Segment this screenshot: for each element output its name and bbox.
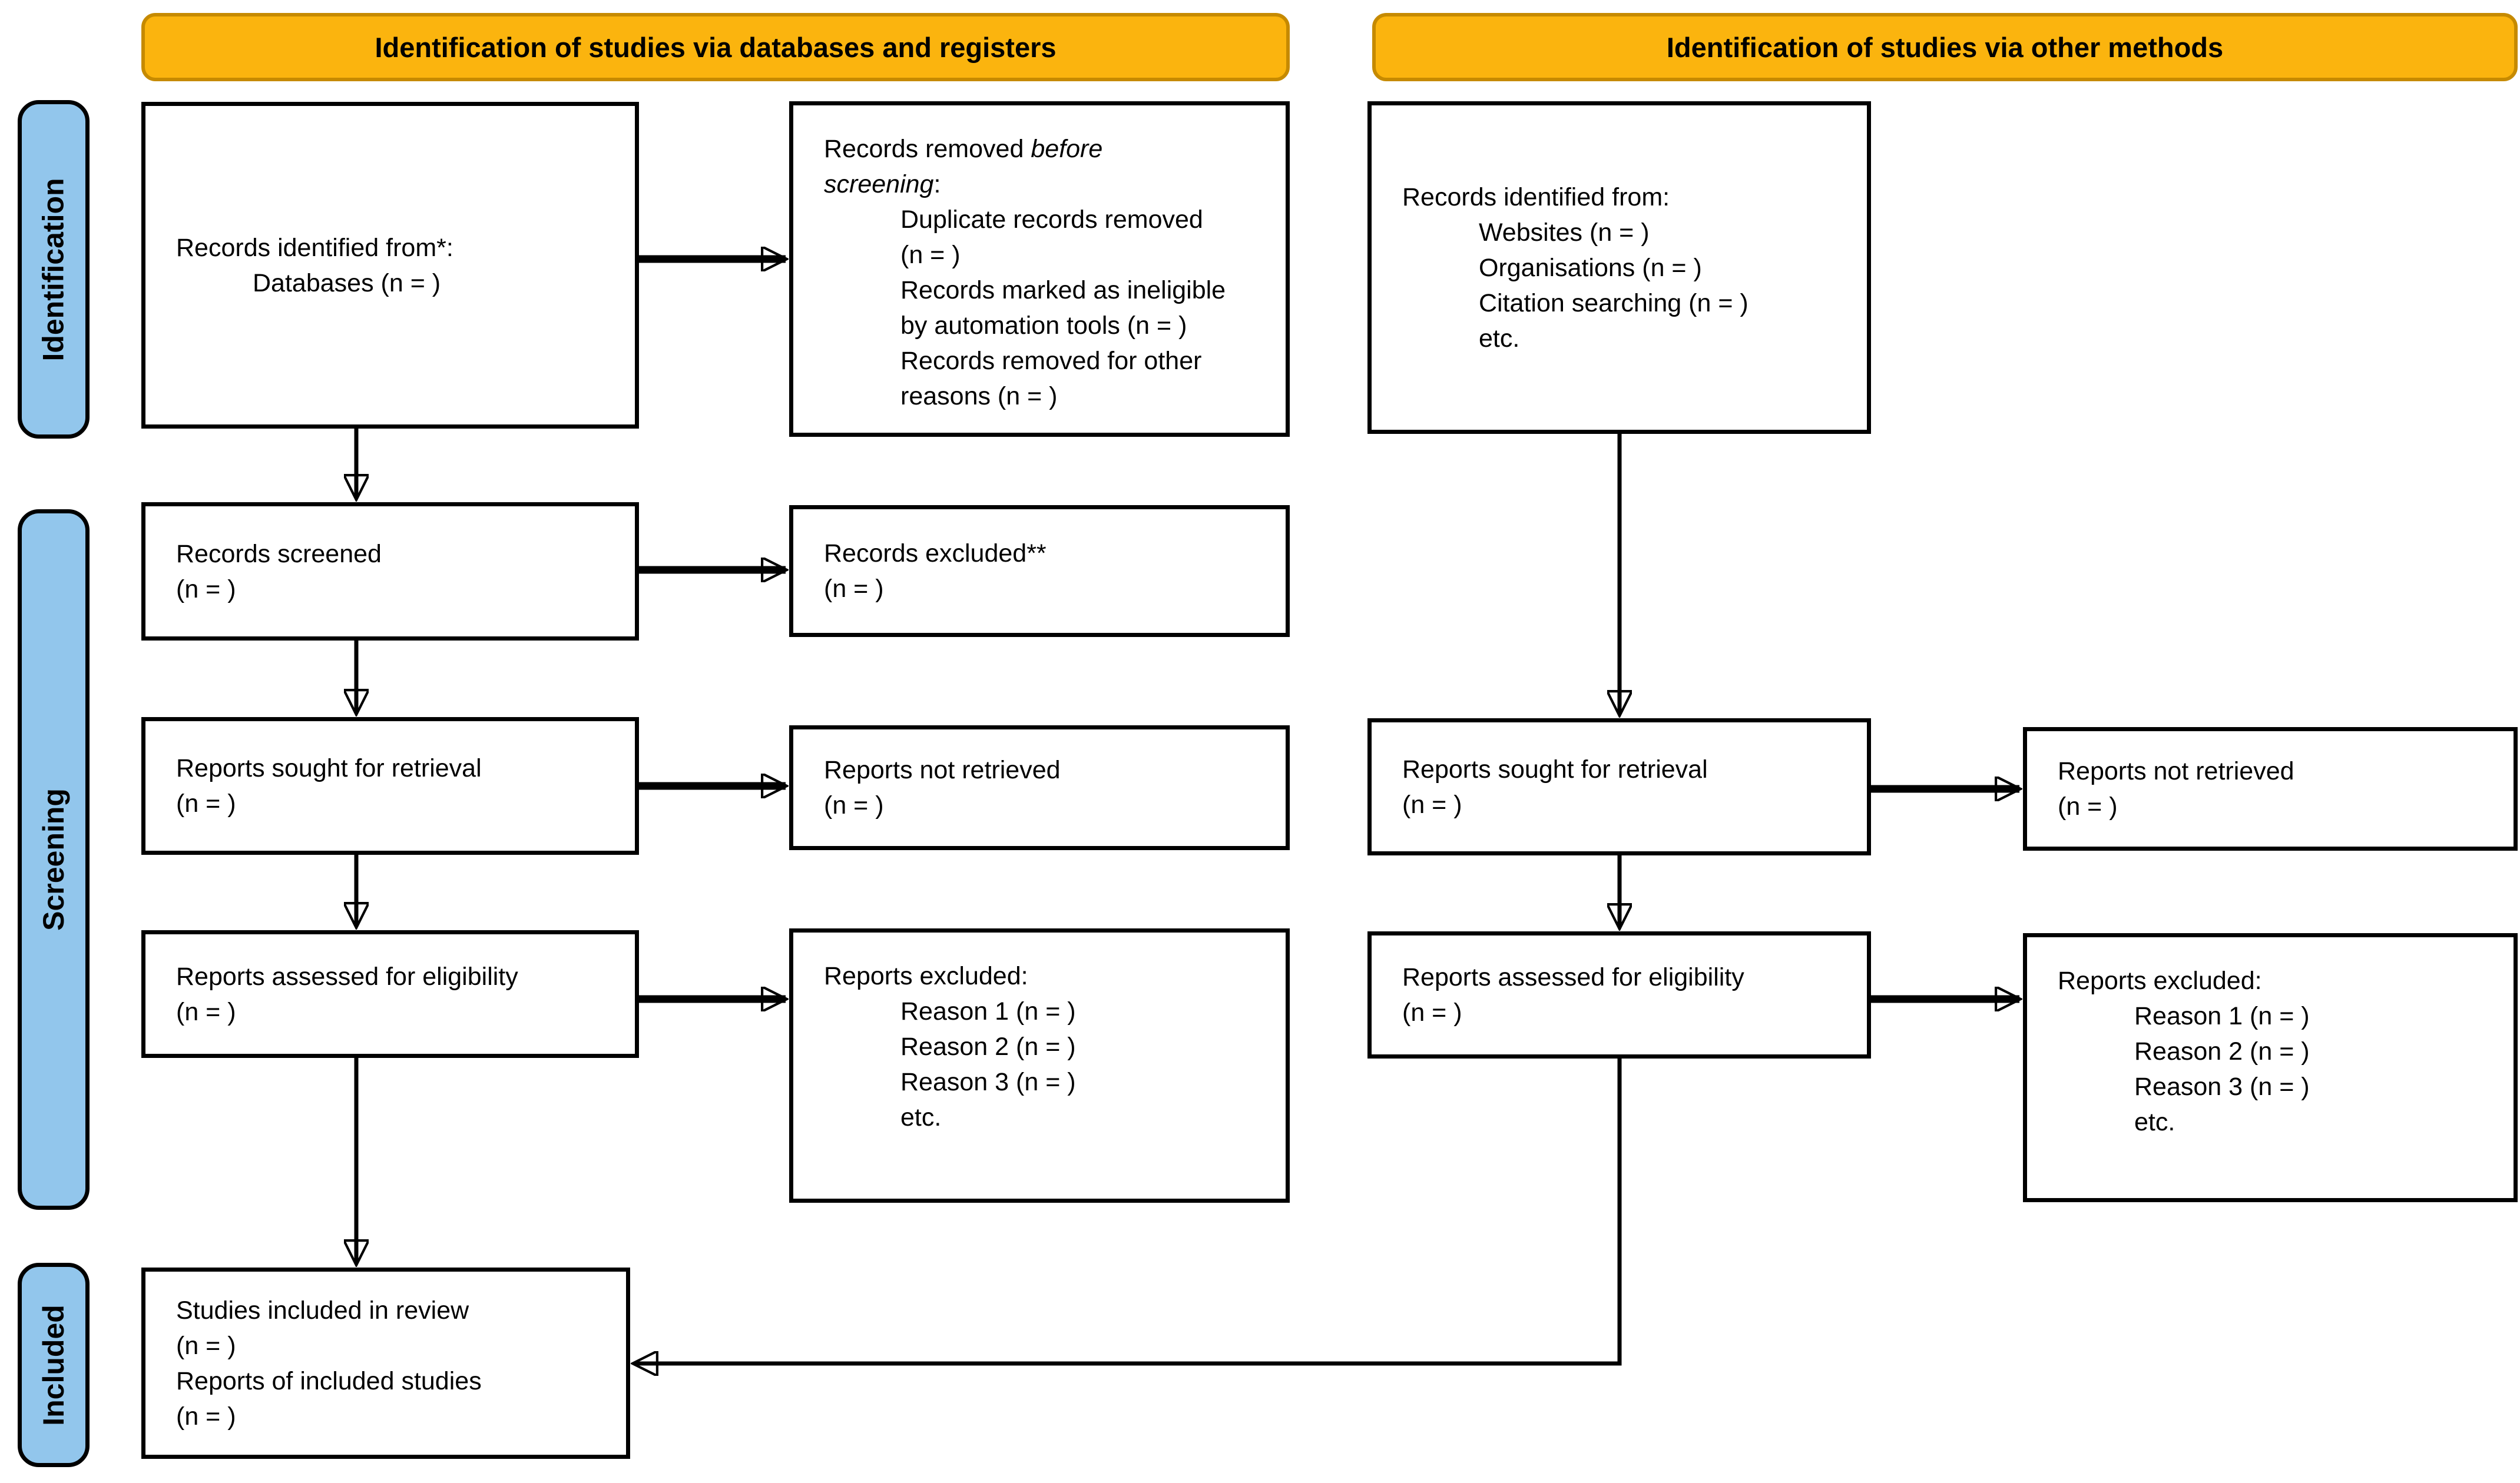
stage-label-screening: Screening — [37, 788, 70, 931]
box-reports-assessed-other-methods: Reports assessed for eligibility (n = ) — [1367, 931, 1871, 1059]
stage-label-identification: Identification — [37, 177, 71, 361]
text-line: (n = ) — [824, 575, 884, 603]
text-line: etc. — [1479, 324, 1520, 353]
header-other-methods-label: Identification of studies via other meth… — [1666, 31, 2224, 63]
stage-bar-identification: Identification — [18, 100, 90, 439]
box-reports-not-retrieved-databases: Reports not retrieved (n = ) — [789, 725, 1290, 850]
stage-bar-screening: Screening — [18, 509, 90, 1210]
box-reports-excluded-databases: Reports excluded: Reason 1 (n = ) Reason 2… — [789, 928, 1290, 1203]
text-line: Records removed for other — [900, 347, 1202, 375]
text-line: Records identified from: — [1402, 183, 1670, 211]
box-records-excluded: Records excluded** (n = ) — [789, 505, 1290, 637]
text-line: Records marked as ineligible — [900, 276, 1226, 304]
header-other-methods: Identification of studies via other meth… — [1372, 13, 2518, 81]
text-line: Reports not retrieved — [2058, 757, 2294, 785]
text-line: Organisations (n = ) — [1479, 253, 1702, 282]
text-line: by automation tools (n = ) — [900, 311, 1187, 340]
text-line: (n = ) — [176, 1331, 236, 1360]
text-line: Reason 1 (n = ) — [2134, 1002, 2310, 1030]
box-records-removed-before-screening: Records removed before screening: Duplicat… — [789, 101, 1290, 437]
header-databases-registers-label: Identification of studies via databases … — [375, 31, 1057, 63]
text-line: Records identified from*: — [176, 233, 453, 262]
text-line: Reason 1 (n = ) — [900, 997, 1076, 1026]
text-line: (n = ) — [1402, 998, 1462, 1027]
box-reports-sought-databases: Reports sought for retrieval (n = ) — [141, 717, 639, 855]
text-line: Reason 2 (n = ) — [2134, 1037, 2310, 1066]
box-studies-included-in-review: Studies included in review (n = ) Reports … — [141, 1268, 630, 1459]
text-line: (n = ) — [900, 241, 961, 269]
box-records-identified-other-methods: Records identified from: Websites (n = ) O… — [1367, 101, 1871, 434]
text-line: Reports assessed for eligibility — [176, 962, 518, 991]
text-line: Reports assessed for eligibility — [1402, 963, 1744, 991]
text-line: Records removed before — [824, 135, 1103, 163]
text-line: Reason 3 (n = ) — [2134, 1073, 2310, 1101]
box-reports-assessed-databases: Reports assessed for eligibility (n = ) — [141, 930, 639, 1058]
text-line: Websites (n = ) — [1479, 218, 1650, 247]
text-line: (n = ) — [824, 791, 884, 820]
text-line: (n = ) — [176, 997, 236, 1026]
text-line: etc. — [900, 1103, 942, 1132]
text-line: Reports of included studies — [176, 1366, 482, 1395]
text-line: Reports sought for retrieval — [1402, 755, 1708, 784]
text-line: Reports excluded: — [824, 962, 1028, 990]
text-line: Reason 2 (n = ) — [900, 1033, 1076, 1061]
stage-bar-included: Included — [18, 1263, 90, 1467]
box-reports-excluded-other-methods: Reports excluded: Reason 1 (n = ) Reason 2… — [2023, 933, 2518, 1202]
box-reports-sought-other-methods: Reports sought for retrieval (n = ) — [1367, 718, 1871, 855]
header-databases-registers: Identification of studies via databases … — [141, 13, 1290, 81]
text-line: Records screened — [176, 539, 382, 568]
box-records-identified-databases: Records identified from*: Databases (n = … — [141, 102, 639, 429]
text-line: (n = ) — [176, 575, 236, 603]
text-line: reasons (n = ) — [900, 382, 1058, 410]
text-line: Reports not retrieved — [824, 756, 1061, 784]
stage-label-included: Included — [37, 1304, 71, 1426]
text-line: (n = ) — [176, 1402, 236, 1431]
text-line: Studies included in review — [176, 1296, 469, 1325]
text-line: Records excluded** — [824, 539, 1047, 568]
text-line: (n = ) — [2058, 792, 2118, 821]
text-line: etc. — [2134, 1108, 2175, 1136]
text-line: (n = ) — [176, 789, 236, 818]
box-reports-not-retrieved-other-methods: Reports not retrieved (n = ) — [2023, 727, 2518, 851]
text-line: Duplicate records removed — [900, 205, 1203, 234]
text-line: Citation searching (n = ) — [1479, 288, 1749, 317]
text-line: (n = ) — [1402, 790, 1462, 819]
text-line: Reports sought for retrieval — [176, 754, 482, 782]
text-line: Databases (n = ) — [253, 268, 441, 297]
text-line: Reason 3 (n = ) — [900, 1068, 1076, 1096]
box-records-screened: Records screened (n = ) — [141, 502, 639, 641]
text-line: screening: — [824, 170, 941, 198]
text-line: Reports excluded: — [2058, 967, 2262, 995]
